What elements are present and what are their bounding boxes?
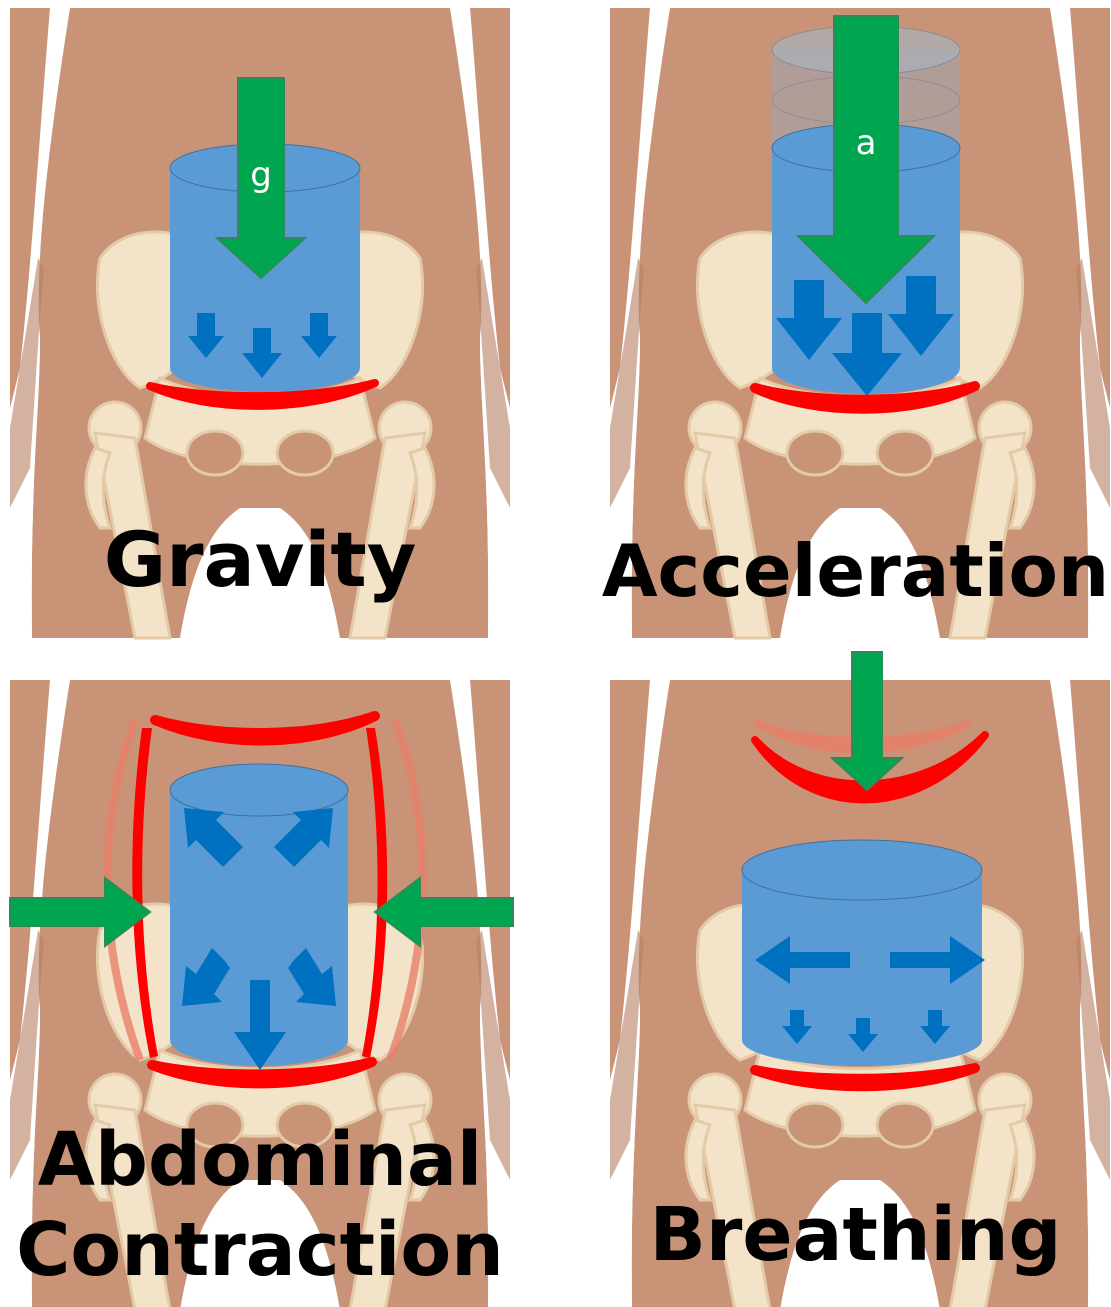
- acceleration-arrow-label: a: [856, 123, 877, 163]
- title-breathing: Breathing: [600, 1193, 1111, 1277]
- title-abdominal-line2: Contraction: [0, 1208, 520, 1292]
- title-abdominal-line1: Abdominal: [0, 1118, 520, 1202]
- gravity-arrow-label: g: [250, 155, 272, 195]
- title-acceleration: Acceleration: [600, 530, 1111, 612]
- title-gravity: Gravity: [0, 518, 520, 602]
